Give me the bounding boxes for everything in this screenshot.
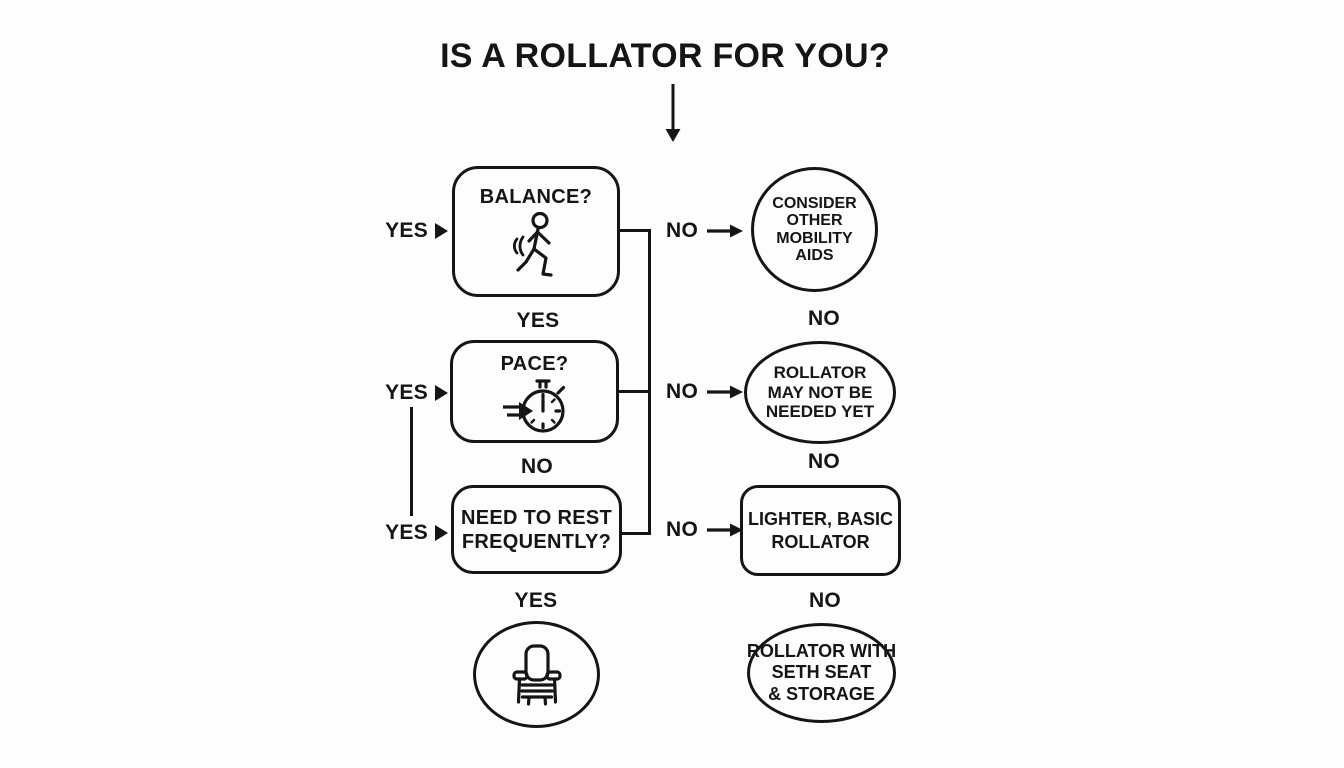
yes-label: YES — [385, 381, 428, 404]
question-label: FREQUENTLY? — [461, 530, 612, 553]
outcome-text: SETH SEAT — [771, 662, 872, 683]
armchair-seat-icon — [511, 643, 562, 706]
yes-branch-row3: YES — [350, 520, 448, 546]
outcome-circle-seat — [473, 621, 600, 728]
branch-label-consider-no: NO — [807, 307, 841, 330]
no-branch-row3: NO — [666, 517, 744, 543]
yes-label: YES — [385, 521, 428, 544]
outcome-text: MOBILITY — [776, 229, 853, 247]
outcome-text: NEEDED YET — [765, 402, 875, 422]
outcome-circle-consider-other-aids: CONSIDER OTHER MOBILITY AIDS — [751, 167, 878, 292]
walking-person-icon — [512, 212, 553, 277]
question-box-rest: NEED TO REST FREQUENTLY? — [451, 485, 622, 574]
connector-line — [617, 390, 651, 393]
outcome-text: CONSIDER — [772, 194, 857, 212]
triangle-right-icon — [435, 525, 448, 541]
no-label: NO — [666, 380, 699, 403]
triangle-right-icon — [435, 385, 448, 401]
question-label: BALANCE? — [479, 186, 593, 208]
outcome-ellipse-rollator-not-needed: ROLLATOR MAY NOT BE NEEDED YET — [744, 341, 896, 444]
yes-branch-row1: YES — [352, 218, 448, 244]
connector-line — [620, 532, 651, 535]
connector-line — [410, 407, 413, 516]
page-title: IS A ROLLATOR FOR YOU? — [440, 37, 890, 75]
yes-label: YES — [385, 219, 428, 242]
outcome-ellipse-rollator-seat-storage: ROLLATOR WITH SETH SEAT & STORAGE — [747, 623, 896, 723]
no-label: NO — [666, 219, 699, 242]
outcome-text: AIDS — [795, 246, 834, 264]
outcome-text: ROLLATOR — [771, 531, 870, 552]
question-label: PACE? — [500, 352, 569, 375]
question-label: NEED TO REST — [460, 506, 613, 529]
outcome-text: LIGHTER, BASIC — [747, 509, 893, 529]
branch-label-lighter-no: NO — [808, 589, 842, 612]
outcome-text: ROLLATOR WITH — [746, 641, 897, 662]
yes-branch-row2: YES — [352, 380, 448, 406]
arrow-right-icon — [707, 224, 744, 238]
arrow-right-icon — [707, 523, 744, 537]
outcome-text: ROLLATOR — [773, 362, 867, 382]
no-branch-row1: NO — [666, 218, 744, 244]
question-box-pace: PACE? — [450, 340, 619, 443]
branch-label-rest-yes: YES — [514, 589, 558, 612]
down-arrow-icon — [665, 84, 681, 142]
triangle-right-icon — [435, 223, 448, 239]
connector-line — [648, 229, 651, 535]
no-label: NO — [666, 518, 699, 541]
outcome-text: & STORAGE — [768, 683, 875, 704]
outcome-box-lighter-basic-rollator: LIGHTER, BASIC ROLLATOR — [740, 485, 901, 576]
branch-label-balance-yes: YES — [516, 309, 560, 332]
branch-label-pace-no: NO — [520, 455, 554, 478]
no-branch-row2: NO — [666, 379, 744, 405]
outcome-text: MAY NOT BE — [767, 382, 873, 402]
outcome-text: OTHER — [786, 212, 843, 230]
connector-line — [618, 229, 651, 232]
stopwatch-icon — [502, 378, 565, 433]
question-box-balance: BALANCE? — [452, 166, 620, 297]
branch-label-maynot-no: NO — [807, 450, 841, 473]
arrow-right-icon — [707, 385, 744, 399]
